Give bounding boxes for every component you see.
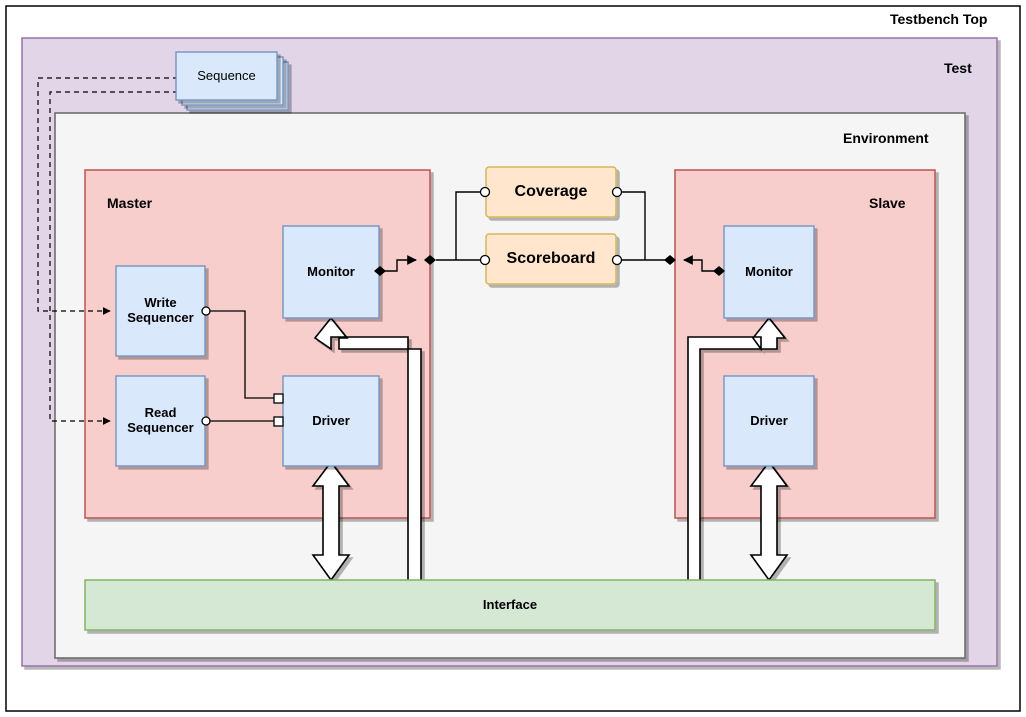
component-slave-monitor-label: Monitor — [745, 263, 793, 279]
connection-bus-to-coverage — [455, 191, 481, 260]
write-sequencer-line2: Sequencer — [127, 310, 194, 325]
read-sequencer-line2: Sequencer — [127, 420, 194, 435]
component-read-sequencer-label: Read Sequencer — [116, 376, 205, 466]
port-master-driver-upper — [273, 393, 284, 404]
connection-sequence-to-read-sequencer — [49, 91, 178, 425]
junction-master-bus — [424, 255, 436, 265]
connection-master-monitor-to-bus — [380, 255, 417, 272]
component-slave-driver-label: Driver — [750, 412, 788, 428]
socket-read-sequencer — [201, 416, 211, 426]
socket-scoreboard-left — [479, 254, 491, 266]
socket-write-sequencer — [201, 306, 211, 316]
write-sequencer-line1: Write — [144, 295, 177, 311]
component-sequence[interactable] — [175, 51, 278, 101]
component-master-monitor[interactable] — [282, 225, 380, 319]
component-slave-monitor[interactable] — [723, 225, 815, 319]
component-sequence-label: Sequence — [197, 67, 256, 83]
component-interface[interactable] — [84, 579, 936, 631]
component-slave-driver[interactable] — [723, 375, 815, 467]
connection-sequence-to-write-sequencer — [37, 77, 178, 315]
component-write-sequencer-label: Write Sequencer — [116, 266, 205, 356]
diamond-slave-monitor — [713, 266, 725, 276]
connection-coverage-to-slave-bus — [621, 191, 646, 260]
diamond-master-monitor — [374, 266, 386, 276]
component-master-driver-label: Driver — [312, 412, 350, 428]
socket-coverage-left — [479, 186, 491, 198]
component-master-driver[interactable] — [282, 375, 380, 467]
connection-slave-monitor-to-bus — [683, 255, 719, 272]
component-interface-label: Interface — [482, 596, 538, 612]
component-read-sequencer[interactable] — [115, 375, 206, 467]
connection-write-sequencer-to-driver — [210, 310, 278, 399]
component-scoreboard-label: Scoreboard — [506, 249, 596, 267]
read-sequencer-line1: Read — [144, 405, 177, 421]
component-master-monitor-label: Monitor — [307, 263, 355, 279]
component-coverage-label: Coverage — [514, 182, 588, 200]
junction-slave-bus — [664, 255, 676, 265]
port-master-driver-lower — [273, 416, 284, 427]
